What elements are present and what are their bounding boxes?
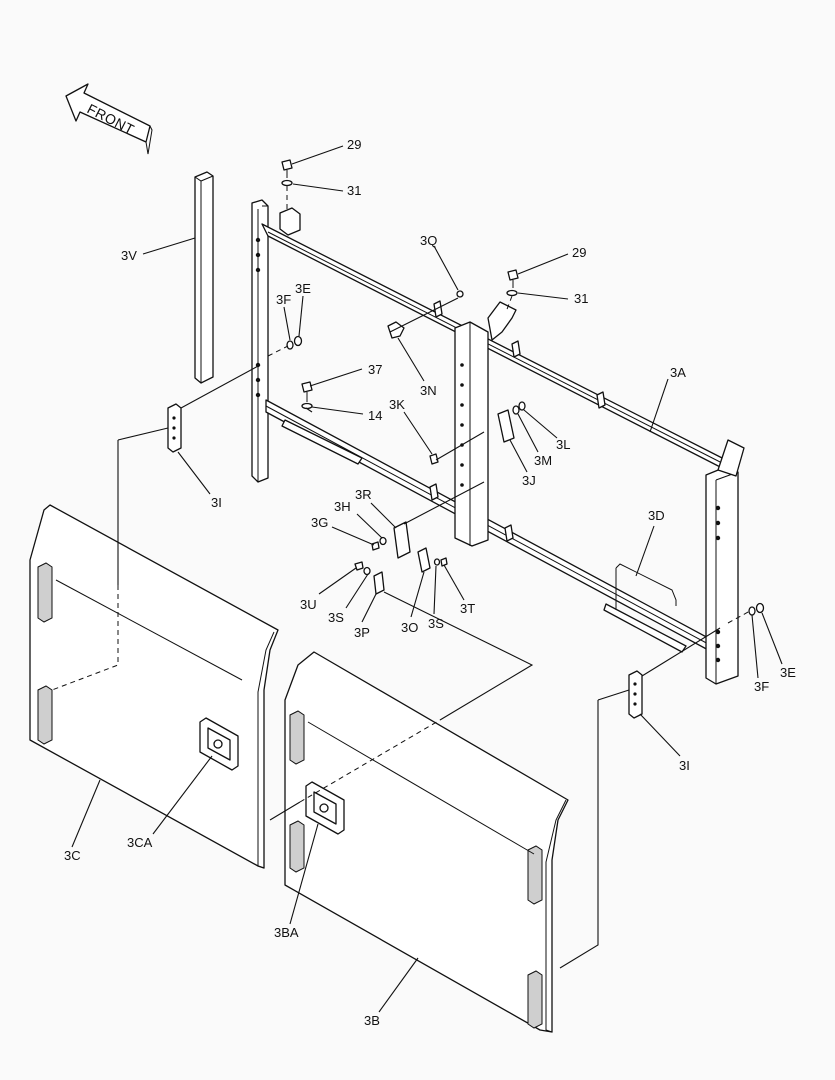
callout-14: 14 — [368, 408, 382, 423]
nut-3q — [456, 290, 464, 298]
callout-31-b: 31 — [574, 291, 588, 306]
callout-29-b: 29 — [572, 245, 586, 260]
callout-3r: 3R — [355, 487, 372, 502]
callout-3m: 3M — [534, 453, 552, 468]
callout-37: 37 — [368, 362, 382, 377]
paddle-latch-3ca — [199, 717, 239, 771]
handle-3d — [615, 563, 677, 610]
bolt-37 — [301, 381, 313, 410]
callout-3c: 3C — [64, 848, 81, 863]
frame-3a — [251, 199, 745, 685]
callout-3q: 3Q — [420, 233, 437, 248]
callout-3t: 3T — [460, 601, 475, 616]
latch-assembly-3o — [354, 547, 448, 595]
callout-3g: 3G — [311, 515, 328, 530]
callout-3l: 3L — [556, 437, 570, 452]
bumper-3n — [387, 321, 405, 339]
callout-3f-top: 3F — [276, 292, 291, 307]
callout-3ca: 3CA — [127, 835, 153, 850]
bolt-3k — [429, 453, 439, 465]
callout-3n: 3N — [420, 383, 437, 398]
callout-leaders — [71, 145, 783, 1013]
callout-3j: 3J — [522, 473, 536, 488]
callout-3i-right: 3I — [679, 758, 690, 773]
callout-3o: 3O — [401, 620, 418, 635]
callout-3a: 3A — [670, 365, 686, 380]
callout-3v: 3V — [121, 248, 137, 263]
callout-3b: 3B — [364, 1013, 380, 1028]
callout-3f-right: 3F — [754, 679, 769, 694]
fasteners-3f-3e-right — [748, 602, 765, 616]
fasteners-3f-3e-top — [286, 335, 303, 350]
hinge-3i-left — [167, 403, 182, 453]
bolt-29-b — [505, 269, 519, 313]
callout-labels: 29 31 29 31 3V 3Q 3F 3E 3N 37 14 3K 3A 3… — [64, 137, 796, 1028]
front-arrow-icon: FRONT — [65, 83, 153, 155]
hinge-3i-right — [628, 670, 643, 719]
paddle-latch-3ba — [305, 781, 345, 835]
callout-3ba: 3BA — [274, 925, 299, 940]
callout-3k: 3K — [389, 397, 405, 412]
callout-3e-top: 3E — [295, 281, 311, 296]
post-3v — [194, 171, 214, 384]
door-3c — [29, 504, 279, 869]
callout-29-a: 29 — [347, 137, 361, 152]
callout-3s-right: 3S — [428, 616, 444, 631]
callout-31-a: 31 — [347, 183, 361, 198]
callout-3h: 3H — [334, 499, 351, 514]
callout-3d: 3D — [648, 508, 665, 523]
callout-3e-right: 3E — [780, 665, 796, 680]
assembly-lines — [117, 297, 751, 969]
callout-3i-left: 3I — [211, 495, 222, 510]
callout-3s-left: 3S — [328, 610, 344, 625]
callout-3u: 3U — [300, 597, 317, 612]
callout-3p: 3P — [354, 625, 370, 640]
door-3b — [284, 651, 569, 1033]
latch-3j — [497, 401, 526, 443]
latch-assembly-3r — [371, 521, 411, 559]
bolt-29-a — [281, 159, 293, 212]
